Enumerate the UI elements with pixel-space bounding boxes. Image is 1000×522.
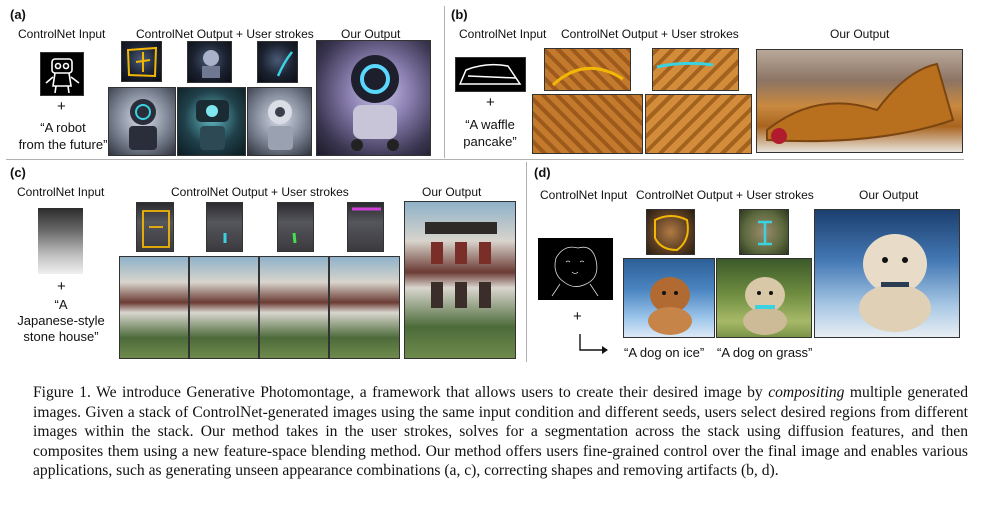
- panel-d-stack-image-ice: [623, 258, 715, 338]
- panel-b-plus: +: [486, 94, 495, 111]
- panel-c-prompt-line1: “A: [54, 297, 68, 312]
- robot-output-icon: [351, 55, 399, 151]
- panel-a-stack-image-1: [108, 87, 176, 156]
- panel-c-depth-input: [38, 208, 83, 274]
- magenta-stroke-icon: [352, 207, 381, 211]
- panel-a-stroke-image-1: [121, 41, 162, 82]
- arrow-icon: [579, 334, 608, 354]
- panel-d-stroke-image-2: [739, 209, 789, 255]
- panel-b-prompt-line1: “A waffle: [465, 117, 515, 132]
- cyan-stroke-icon: [758, 220, 772, 246]
- robot-head-icon: [196, 100, 229, 150]
- waffle-output-icon: [766, 62, 955, 144]
- caption-emphasis: compositing: [768, 384, 845, 401]
- panel-d-prompt-grass: “A dog on grass”: [717, 345, 813, 360]
- panel-c-stack-image-1: [119, 256, 189, 359]
- yellow-stroke-icon: [654, 215, 689, 252]
- house-output-icon: [425, 222, 497, 308]
- panel-c-plus: +: [57, 278, 66, 295]
- caption-part2: multiple generated images. Given a stack…: [33, 384, 968, 480]
- caption-part1: Figure 1. We introduce Generative Photom…: [33, 384, 769, 401]
- robot-figure-icon: [202, 50, 220, 78]
- panel-b-output-image: [756, 49, 963, 153]
- vertical-divider-top: [444, 6, 445, 158]
- dog-edge-sketch-icon: [551, 246, 599, 297]
- panel-b-prompt: “A waffle pancake”: [450, 116, 530, 150]
- panel-a-label: (a): [10, 7, 26, 22]
- yellow-stroke-icon: [142, 210, 170, 248]
- panel-b-stroke-image-1: [544, 48, 631, 91]
- dog-output-icon: [859, 234, 931, 332]
- green-stroke-icon: [292, 232, 297, 244]
- cyan-stroke-icon: [656, 61, 714, 69]
- panel-d-plus: +: [573, 308, 582, 325]
- dog-figure-icon: [743, 277, 787, 335]
- panel-c-stroke-image-1: [136, 202, 174, 252]
- panel-d-output-image: [814, 209, 960, 338]
- panel-a-input-header: ControlNet Input: [18, 27, 106, 41]
- panel-c-prompt: “A Japanese-style stone house”: [8, 297, 114, 345]
- horizontal-divider: [6, 159, 964, 160]
- panel-a-prompt-line2: from the future”: [18, 137, 108, 152]
- panel-b-output-header: Our Output: [830, 27, 890, 41]
- panel-a-stack-image-2: [177, 87, 246, 156]
- panel-c-label: (c): [10, 165, 26, 180]
- panel-c-stroke-image-2: [206, 202, 243, 252]
- dog-figure-icon: [648, 277, 692, 335]
- panel-b-stack-image-2: [645, 94, 752, 154]
- panel-a-output-header: Our Output: [341, 27, 401, 41]
- panel-d-prompt-ice: “A dog on ice”: [624, 345, 705, 360]
- panel-a-sketch-input: [40, 52, 84, 96]
- panel-b-sketch-input: [455, 57, 526, 92]
- panel-c-output-header: Our Output: [422, 185, 482, 199]
- panel-c-prompt-line2: Japanese-style: [17, 313, 105, 328]
- panel-c-stack-header: ControlNet Output + User strokes: [171, 185, 349, 199]
- panel-c-stack-image-4: [329, 256, 400, 359]
- yellow-stroke-icon: [126, 46, 158, 78]
- panel-c-output-image: [404, 201, 516, 359]
- panel-c-stroke-image-4: [347, 202, 384, 252]
- robot-head-icon: [268, 100, 293, 150]
- panel-a-stroke-image-3: [257, 41, 298, 83]
- panel-b-stack-image-1: [532, 94, 643, 154]
- panel-a-stroke-image-2: [187, 41, 232, 83]
- panel-a-stack-image-3: [247, 87, 312, 156]
- panel-c-stack-image-3: [259, 256, 329, 359]
- panel-a-prompt-line1: “A robot: [40, 120, 86, 135]
- yellow-stroke-icon: [551, 66, 624, 87]
- panel-c-prompt-line3: stone house”: [23, 329, 99, 344]
- panel-b-label: (b): [451, 7, 468, 22]
- panel-d-stack-header: ControlNet Output + User strokes: [636, 188, 814, 202]
- panel-a-output-image: [316, 40, 431, 156]
- vertical-divider-bottom: [526, 162, 527, 362]
- robot-sketch-icon: [45, 58, 80, 94]
- panel-a-plus: +: [57, 98, 66, 115]
- panel-a-prompt: “A robot from the future”: [8, 119, 118, 153]
- panel-b-stack-header: ControlNet Output + User strokes: [561, 27, 739, 41]
- panel-c-stroke-image-3: [277, 202, 314, 252]
- panel-d-edge-input: [538, 238, 613, 300]
- panel-b-prompt-line2: pancake”: [463, 134, 517, 149]
- figure-caption: Figure 1. We introduce Generative Photom…: [33, 383, 968, 481]
- panel-b-stroke-image-2: [652, 48, 739, 91]
- panel-d-stack-image-grass: [716, 258, 812, 338]
- panel-d-label: (d): [534, 165, 551, 180]
- robot-head-icon: [129, 99, 157, 150]
- panel-b-input-header: ControlNet Input: [459, 27, 547, 41]
- panel-a-stack-header: ControlNet Output + User strokes: [136, 27, 314, 41]
- cyan-stroke-icon: [223, 233, 227, 243]
- panel-c-stack-image-2: [189, 256, 259, 359]
- cyan-stroke-icon: [276, 51, 293, 77]
- panel-d-input-header: ControlNet Input: [540, 188, 628, 202]
- waffle-sketch-icon: [458, 63, 522, 85]
- panel-d-stroke-image-1: [646, 209, 695, 255]
- panel-c-input-header: ControlNet Input: [17, 185, 105, 199]
- panel-d-output-header: Our Output: [859, 188, 919, 202]
